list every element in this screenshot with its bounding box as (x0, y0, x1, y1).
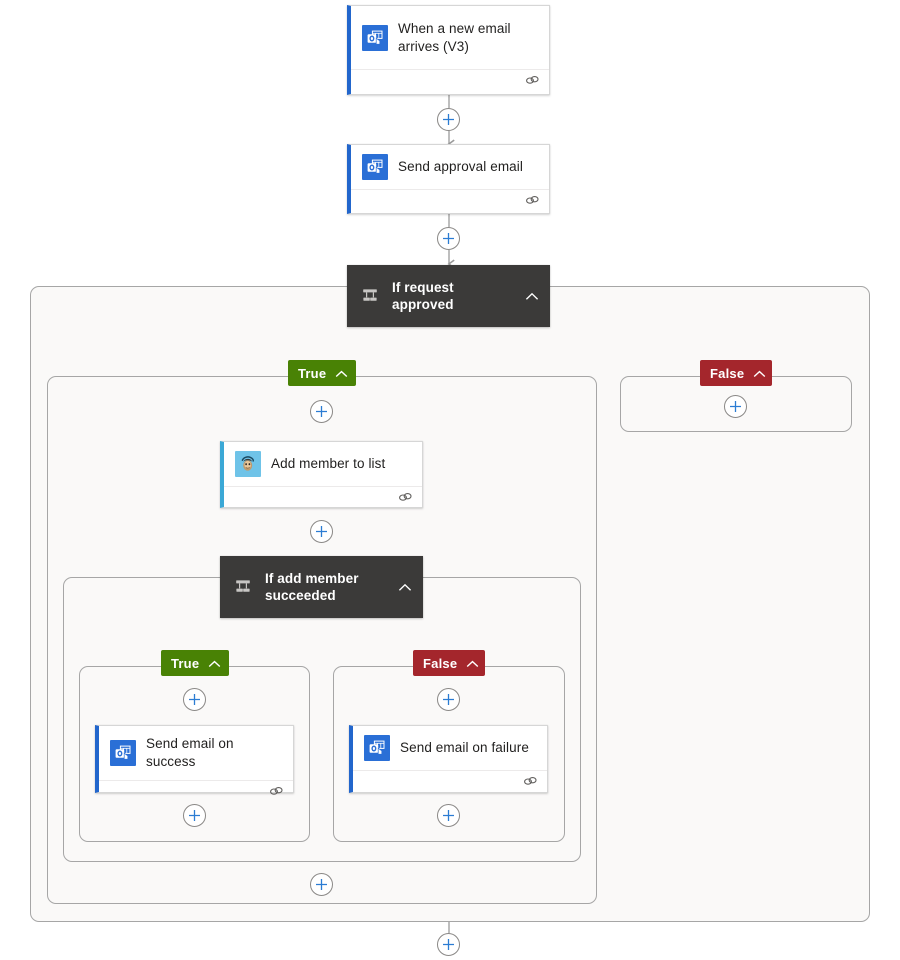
outlook-icon (362, 154, 388, 180)
insert-in-true-branch-bottom[interactable] (310, 873, 333, 896)
mailchimp-icon (235, 451, 261, 477)
branch-label-text: True (298, 365, 327, 381)
card-title: Send email on failure (400, 740, 529, 755)
condition-icon (359, 287, 381, 305)
link-icon[interactable] (398, 490, 413, 508)
chevron-up-icon[interactable] (466, 656, 479, 671)
card-title: Send approval email (398, 159, 523, 174)
insert-after-condition-request[interactable] (437, 933, 460, 956)
condition-icon (232, 578, 254, 596)
card-header: Send email on success (99, 726, 293, 780)
insert-in-false-branch[interactable] (724, 395, 747, 418)
card-header: Send approval email (351, 145, 549, 189)
branch-label-true-outer[interactable]: True (288, 360, 356, 386)
chevron-up-icon[interactable] (397, 583, 413, 592)
condition-title: If add member succeeded (265, 571, 359, 603)
chevron-up-icon[interactable] (335, 366, 348, 381)
branch-label-text: False (710, 365, 745, 381)
action-card-send-approval-email[interactable]: Send approval email (347, 144, 550, 214)
insert-after-email-failure[interactable] (437, 804, 460, 827)
condition-card-if-request-approved[interactable]: If request approved (347, 265, 550, 327)
link-icon[interactable] (523, 774, 538, 792)
insert-after-approval-email[interactable] (437, 227, 460, 250)
card-header: Send email on failure (353, 726, 547, 770)
condition-card-if-add-member-succeeded[interactable]: If add member succeeded (220, 556, 423, 618)
chevron-up-icon[interactable] (208, 656, 221, 671)
card-title: Add member to list (271, 456, 386, 471)
outlook-icon (110, 740, 136, 766)
action-card-send-email-on-success[interactable]: Send email on success (95, 725, 294, 795)
card-footer (351, 189, 549, 214)
action-card-add-member-to-list[interactable]: Add member to list (220, 441, 423, 508)
chevron-up-icon[interactable] (753, 366, 766, 381)
card-footer (224, 486, 422, 511)
card-footer (353, 770, 547, 795)
card-header: Add member to list (224, 442, 422, 486)
insert-in-inner-true-top[interactable] (183, 688, 206, 711)
action-card-send-email-on-failure[interactable]: Send email on failure (349, 725, 548, 793)
insert-after-add-member[interactable] (310, 520, 333, 543)
insert-after-trigger[interactable] (437, 108, 460, 131)
branch-label-false-outer[interactable]: False (700, 360, 772, 386)
insert-after-email-success[interactable] (183, 804, 206, 827)
branch-label-text: False (423, 655, 458, 671)
insert-in-inner-false-top[interactable] (437, 688, 460, 711)
card-header: When a new email arrives (V3) (351, 6, 549, 69)
branch-label-false-inner[interactable]: False (413, 650, 485, 676)
card-footer (99, 780, 293, 805)
link-icon[interactable] (525, 193, 540, 211)
outlook-icon (364, 735, 390, 761)
link-icon[interactable] (525, 73, 540, 91)
card-title: Send email on success (146, 736, 234, 769)
link-icon[interactable] (269, 784, 284, 802)
card-title: When a new email arrives (V3) (398, 20, 511, 54)
chevron-up-icon[interactable] (524, 292, 540, 301)
branch-label-true-inner[interactable]: True (161, 650, 229, 676)
insert-in-true-branch-top[interactable] (310, 400, 333, 423)
card-footer (351, 69, 549, 94)
condition-title: If request approved (392, 280, 454, 312)
action-card-trigger[interactable]: When a new email arrives (V3) (347, 5, 550, 95)
branch-label-text: True (171, 655, 200, 671)
outlook-icon (362, 24, 388, 51)
